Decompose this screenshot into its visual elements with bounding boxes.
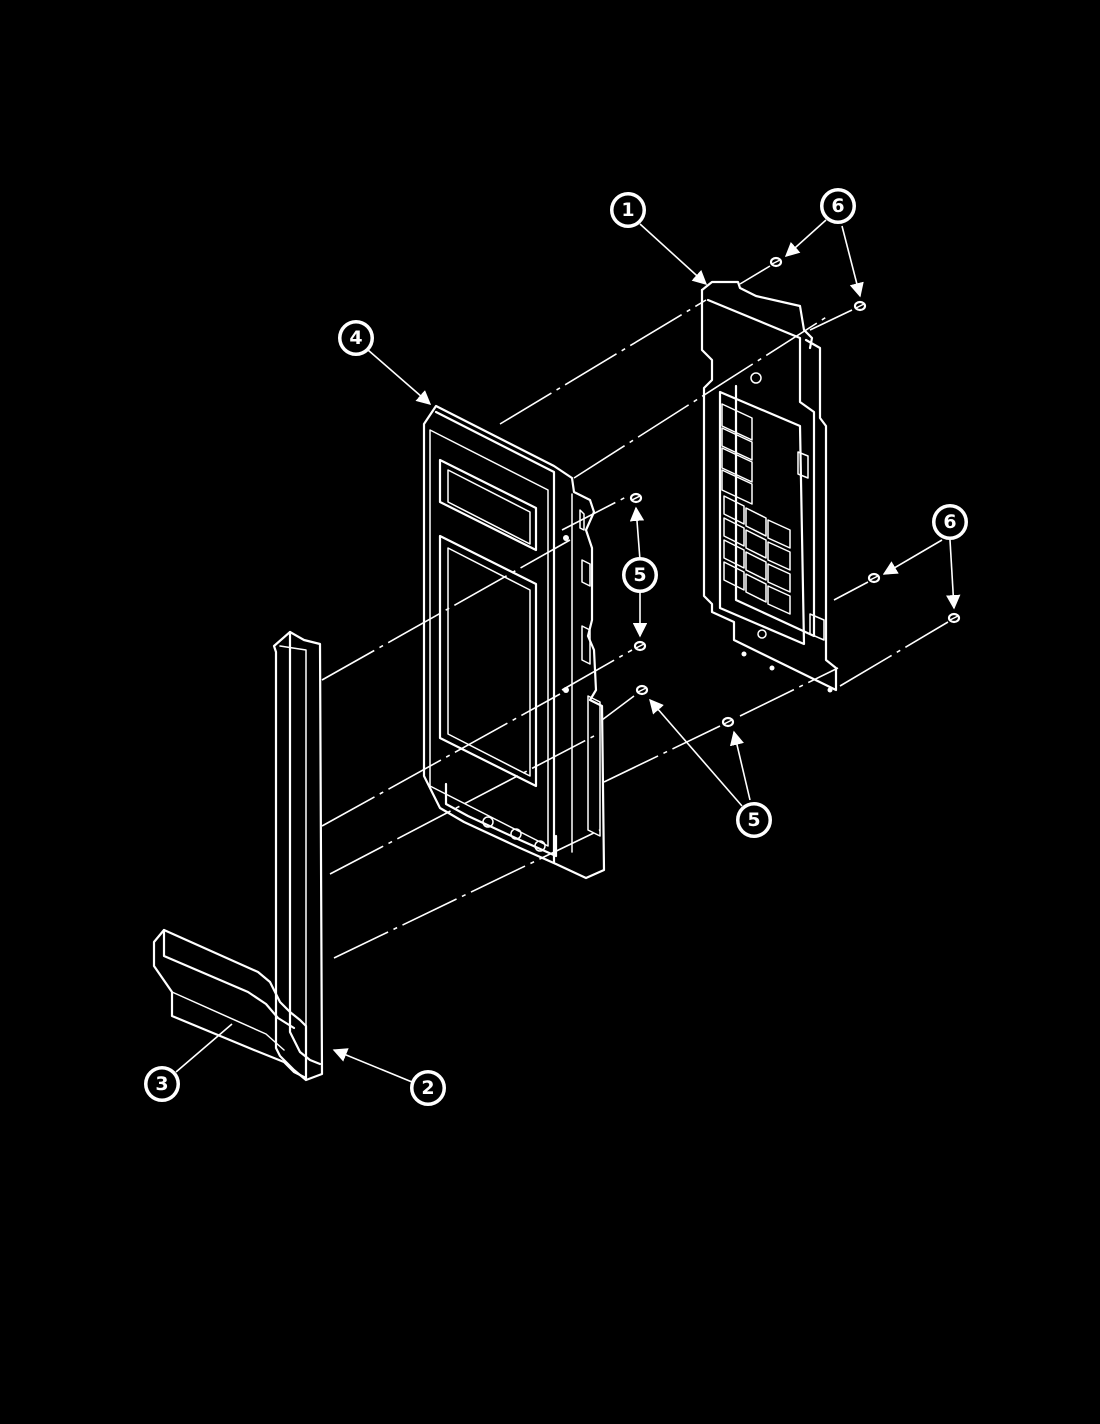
horizontal-trim [152,928,308,1080]
screw-6-side-2 [947,612,961,624]
callout-6-side: 6 [932,504,968,540]
callout-5-left: 5 [622,557,658,593]
screw-6-top-1 [769,256,783,268]
callout-2: 2 [410,1070,446,1106]
callout-label: 6 [831,195,844,217]
assembly-lines [321,265,949,959]
callout-label: 3 [155,1073,168,1095]
leader-lines [175,219,961,1083]
screw-6-top-2 [853,300,867,312]
callout-label: 5 [633,564,646,586]
callout-1: 1 [610,192,646,228]
screw-5-4 [721,716,735,728]
screws [629,256,961,728]
screw-5-3 [635,684,649,696]
callout-label: 2 [421,1077,434,1099]
callout-label: 4 [349,327,362,349]
callout-4: 4 [338,320,374,356]
screw-5-1 [629,492,643,504]
control-panel-front [422,404,606,880]
callout-3: 3 [144,1066,180,1102]
callout-6-top: 6 [820,188,856,224]
vertical-trim [272,630,324,1082]
screw-5-2 [633,640,647,652]
callout-label: 5 [747,809,760,831]
screw-6-side-1 [867,572,881,584]
callout-5-bottom: 5 [736,802,772,838]
callout-label: 6 [943,511,956,533]
control-panel-frame [700,280,838,693]
callout-label: 1 [621,199,634,221]
